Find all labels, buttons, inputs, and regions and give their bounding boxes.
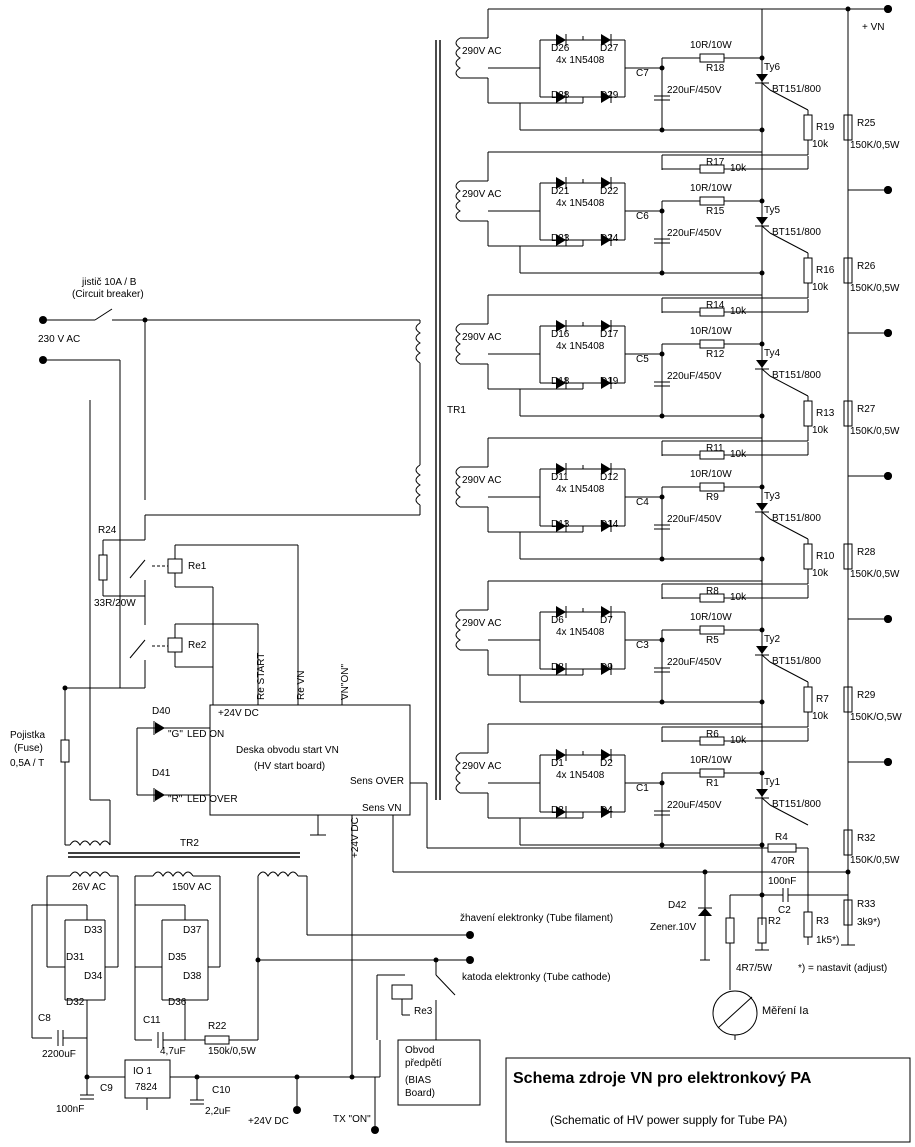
junction (759, 556, 765, 562)
diode-D21 (556, 177, 566, 189)
thyristor-Ty3 (756, 503, 768, 511)
divider-resistor-R32 (843, 829, 853, 856)
diode-D26 (556, 34, 566, 46)
junction (759, 55, 765, 61)
diode-D18 (556, 377, 566, 389)
wire (769, 89, 809, 111)
diode-D24 (601, 234, 611, 246)
diode-D3 (556, 806, 566, 818)
gate-series-resistor-R8 (699, 593, 725, 603)
junction (659, 637, 665, 643)
series-resistor (699, 768, 725, 778)
series-resistor (699, 625, 725, 635)
junction (759, 270, 765, 276)
diode-D22 (601, 177, 611, 189)
thyristor-Ty2 (756, 646, 768, 654)
diode-D16 (556, 320, 566, 332)
diode-D7 (601, 606, 611, 618)
gate-resistor-R13 (803, 400, 813, 427)
gate-resistor-R16 (803, 257, 813, 284)
secondary-winding (455, 752, 461, 794)
junction (759, 413, 765, 419)
wire (761, 368, 771, 377)
junction (659, 780, 665, 786)
diode-D19 (601, 377, 611, 389)
series-resistor (699, 53, 725, 63)
wire (761, 82, 771, 91)
junction (659, 65, 665, 71)
junction (759, 127, 765, 133)
junction (659, 556, 665, 562)
junction (659, 208, 665, 214)
thyristor-Ty1 (756, 789, 768, 797)
diode-D17 (601, 320, 611, 332)
junction (659, 127, 665, 133)
junction (659, 494, 665, 500)
wire (769, 232, 809, 254)
secondary-winding (455, 37, 461, 79)
divider-resistor-R27 (843, 400, 853, 427)
diode-D23 (556, 234, 566, 246)
divider-resistor-R25 (843, 114, 853, 141)
wire (761, 225, 771, 234)
gate-series-resistor-R14 (699, 307, 725, 317)
junction (659, 842, 665, 848)
secondary-winding (455, 323, 461, 365)
diode-D9 (601, 663, 611, 675)
diode-D28 (556, 91, 566, 103)
diode-D11 (556, 463, 566, 475)
junction (759, 699, 765, 705)
secondary-winding (455, 609, 461, 651)
wire (769, 518, 809, 540)
junction (759, 627, 765, 633)
diode-D12 (601, 463, 611, 475)
divider-resistor-R26 (843, 257, 853, 284)
wire (761, 797, 771, 806)
thyristor-Ty4 (756, 360, 768, 368)
junction (759, 198, 765, 204)
junction (759, 842, 765, 848)
junction (659, 699, 665, 705)
schematic-wiring (31, 5, 911, 1143)
gate-series-resistor-R11 (699, 450, 725, 460)
diode-D27 (601, 34, 611, 46)
wire (769, 804, 809, 826)
gate-series-resistor-R6 (699, 736, 725, 746)
diode-D13 (556, 520, 566, 532)
wire (769, 375, 809, 397)
diode-D6 (556, 606, 566, 618)
junction (659, 413, 665, 419)
diode-D4 (601, 806, 611, 818)
thyristor-Ty6 (756, 74, 768, 82)
junction (759, 341, 765, 347)
wire (761, 654, 771, 663)
diode-D29 (601, 91, 611, 103)
gate-resistor-R19 (803, 114, 813, 141)
divider-resistor-R28 (843, 543, 853, 570)
junction (759, 770, 765, 776)
junction (659, 351, 665, 357)
diode-D8 (556, 663, 566, 675)
divider-resistor-R29 (843, 686, 853, 713)
gate-series-resistor-R17 (699, 164, 725, 174)
series-resistor (699, 196, 725, 206)
diode-D14 (601, 520, 611, 532)
wire (769, 661, 809, 683)
rectifier-stages (455, 5, 892, 856)
diode-D2 (601, 749, 611, 761)
gate-resistor-R7 (803, 686, 813, 713)
gate-resistor-R10 (803, 543, 813, 570)
diode-D1 (556, 749, 566, 761)
junction (659, 270, 665, 276)
wire (761, 511, 771, 520)
thyristor-Ty5 (756, 217, 768, 225)
series-resistor (699, 482, 725, 492)
secondary-winding (455, 466, 461, 508)
secondary-winding (455, 180, 461, 222)
series-resistor (699, 339, 725, 349)
junction (759, 484, 765, 490)
